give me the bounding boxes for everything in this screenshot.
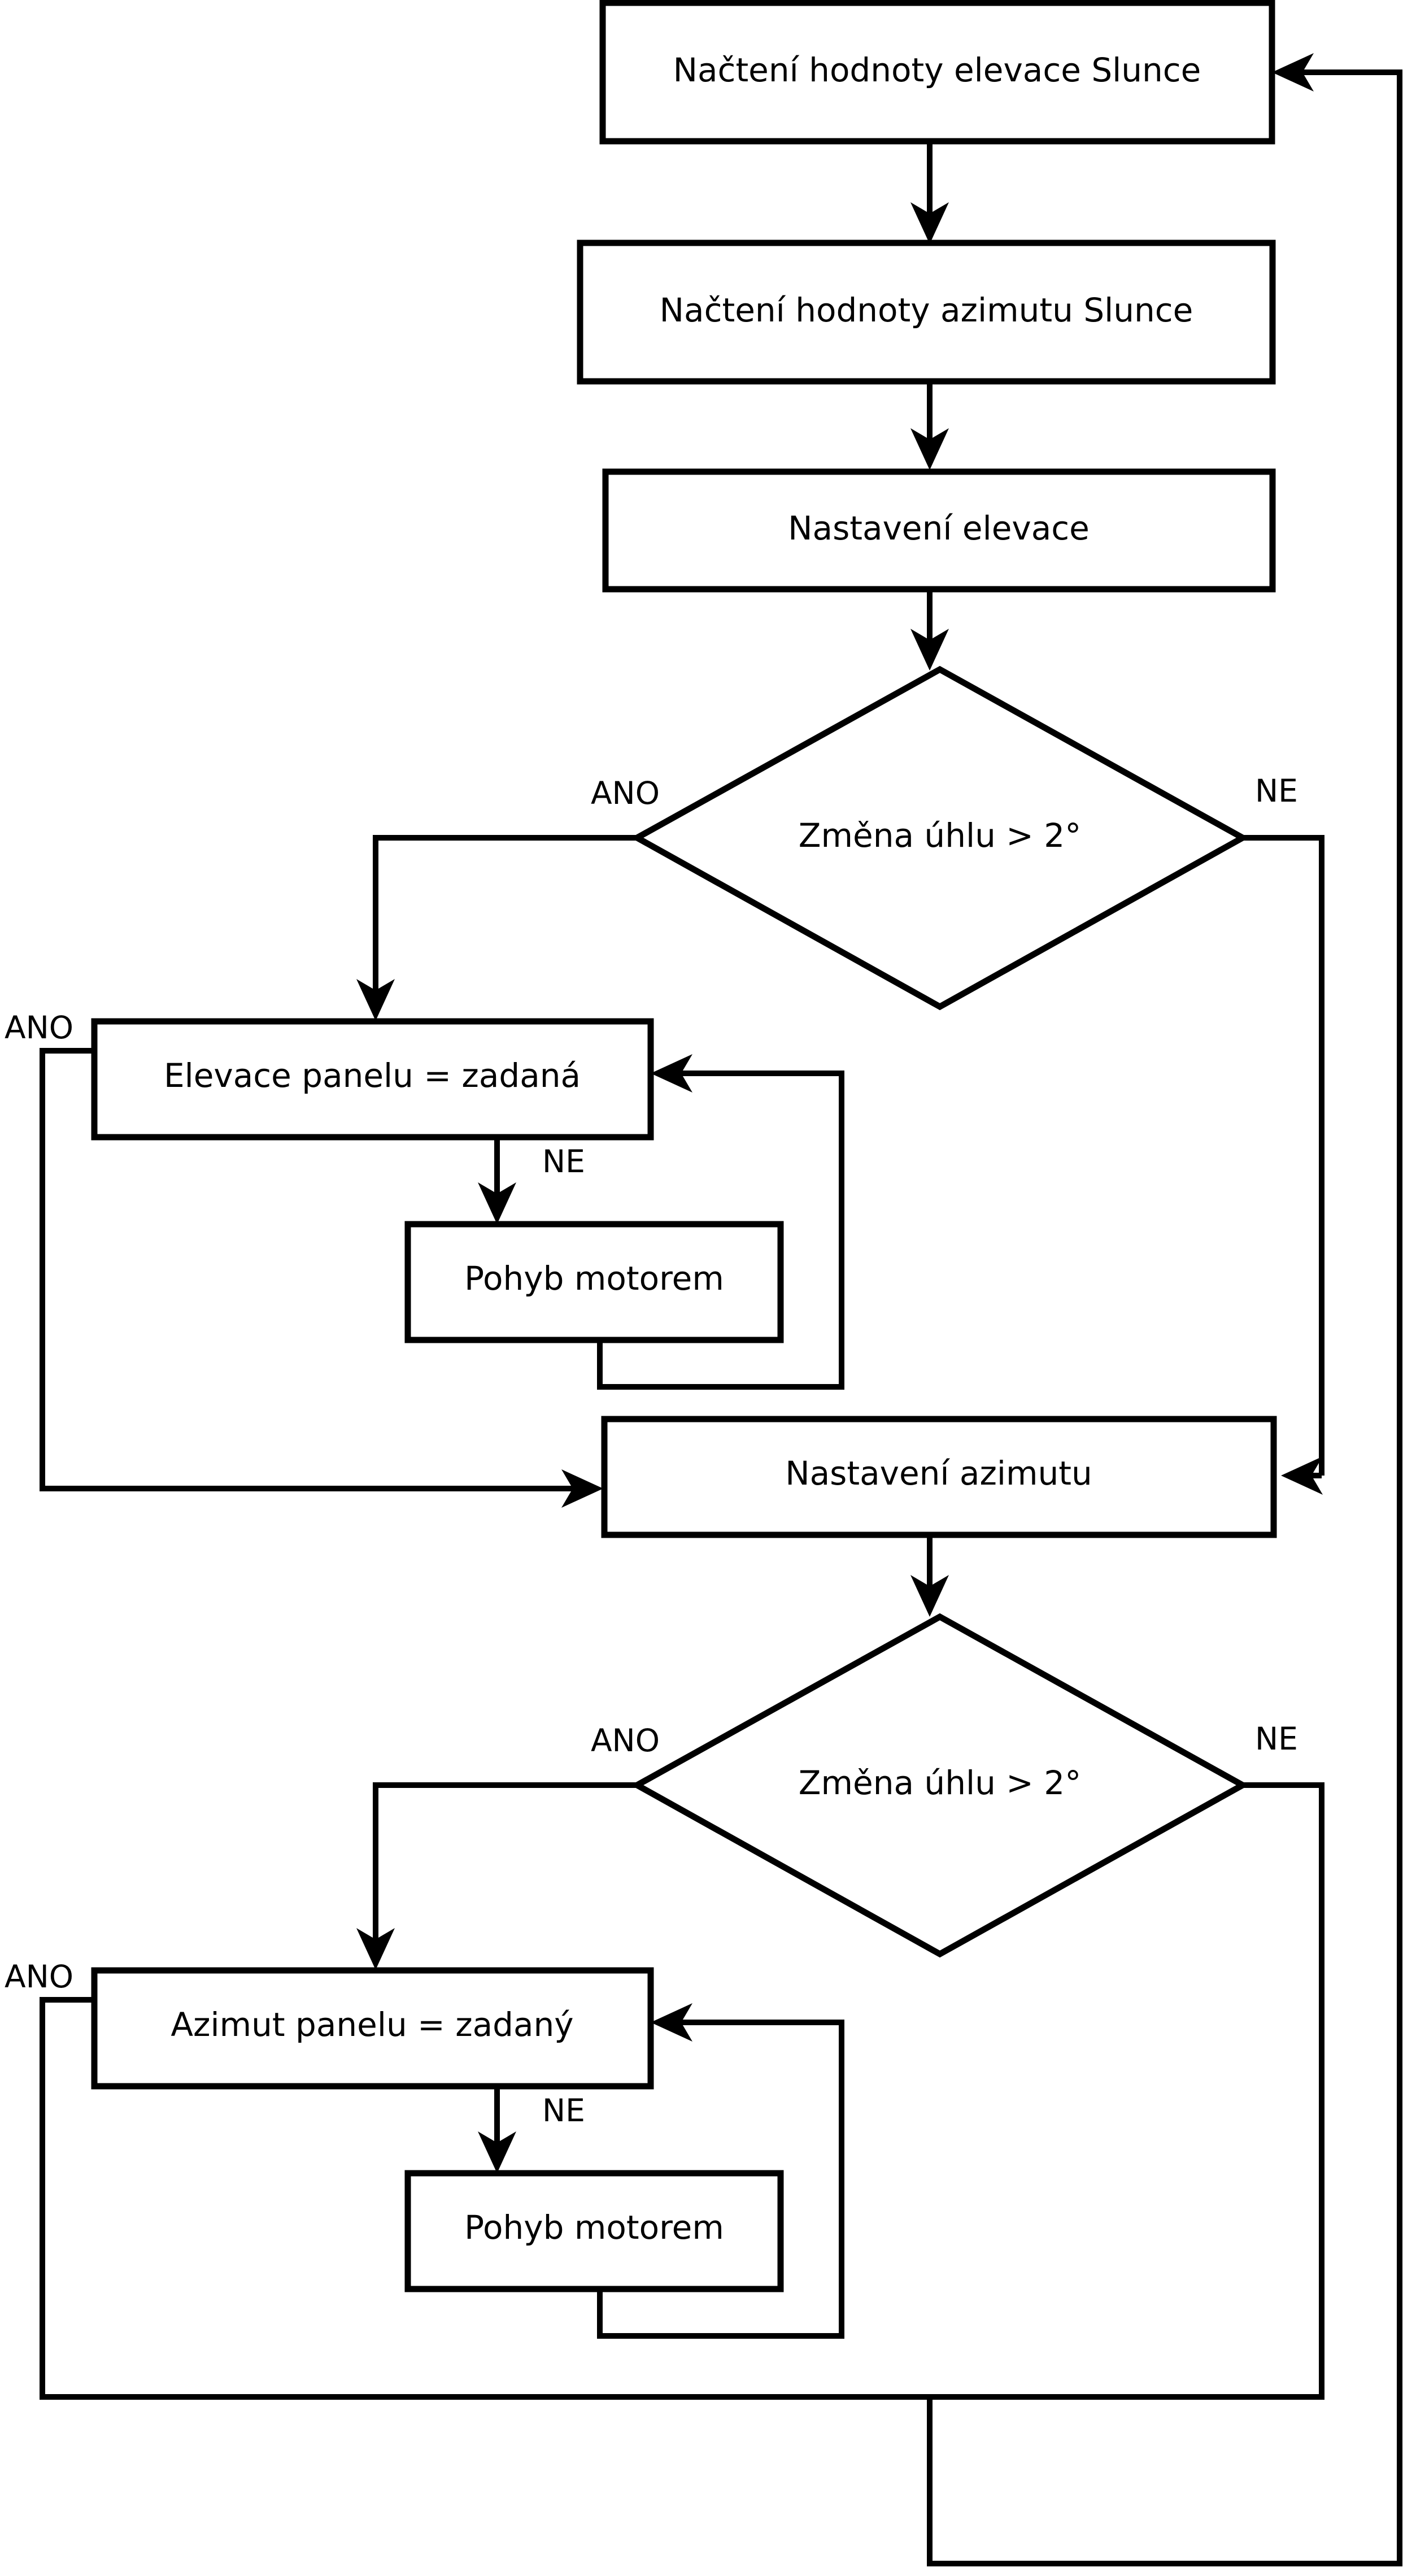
node-motor-move-1-label: Pohyb motorem [464,1259,724,1298]
edge-decision-elevation-yes [356,835,637,1021]
node-set-elevation[interactable]: Nastavení elevace [602,468,1276,593]
node-set-azimuth[interactable]: Nastavení azimutu [601,1416,1277,1538]
node-read-azimuth[interactable]: Načtení hodnoty azimutu Slunce [577,240,1276,385]
edge-decision-elevation-no [1243,835,1324,1495]
edge-label-decision-elevation-yes: ANO [591,775,660,811]
edge-set-azimuth-to-decision-azimuth [910,1535,949,1617]
edge-label-decision-elevation-no: NE [1255,773,1298,809]
edge-label-panel-elevation-yes: ANO [5,1009,73,1046]
node-decision-azimuth[interactable]: Změna úhlu > 2° [630,1613,1249,1958]
node-decision-azimuth-label: Změna úhlu > 2° [799,1764,1081,1802]
edge-decision-azimuth-yes [356,1782,637,1970]
edge-panel-elevation-yes-to-set-azimuth [40,1048,603,1508]
node-motor-move-2[interactable]: Pohyb motorem [404,2170,784,2292]
edge-read-elevation-to-read-azimuth [910,141,949,244]
edge-decision-azimuth-no [927,53,1402,2566]
edge-label-panel-azimuth-yes: ANO [5,1959,73,1995]
node-panel-azimuth-equals[interactable]: Azimut panelu = zadaný [91,1967,654,2090]
node-set-elevation-label: Nastavení elevace [788,509,1090,547]
edge-panel-azimuth-yes-return [40,1997,930,2400]
edge-label-decision-azimuth-yes: ANO [591,1722,660,1759]
edge-panel-elevation-no-to-motor [478,1139,516,1224]
node-read-elevation[interactable]: Načtení hodnoty elevace Slunce [599,0,1275,145]
node-panel-elevation-equals[interactable]: Elevace panelu = zadaná [91,1018,654,1141]
edge-label-panel-elevation-no: NE [542,1143,585,1180]
edge-label-panel-azimuth-no: NE [542,2092,585,2129]
node-decision-elevation[interactable]: Změna úhlu > 2° [630,665,1249,1011]
node-motor-move-1[interactable]: Pohyb motorem [404,1221,784,1343]
edge-set-elevation-to-decision-elevation [910,589,949,671]
node-set-azimuth-label: Nastavení azimutu [785,1454,1092,1492]
edge-read-azimuth-to-set-elevation [910,381,949,470]
node-read-elevation-label: Načtení hodnoty elevace Slunce [673,51,1201,89]
node-panel-azimuth-equals-label: Azimut panelu = zadaný [171,2005,573,2044]
node-decision-elevation-label: Změna úhlu > 2° [799,816,1081,855]
edge-motor-1-loop-back [597,1054,844,1390]
node-read-azimuth-label: Načtení hodnoty azimutu Slunce [660,291,1193,329]
edge-label-decision-azimuth-no: NE [1255,1721,1298,1757]
edge-panel-azimuth-no-to-motor [478,2088,516,2173]
edge-motor-2-loop-back [597,2003,844,2339]
node-panel-elevation-equals-label: Elevace panelu = zadaná [164,1056,581,1095]
node-motor-move-2-label: Pohyb motorem [464,2208,724,2247]
